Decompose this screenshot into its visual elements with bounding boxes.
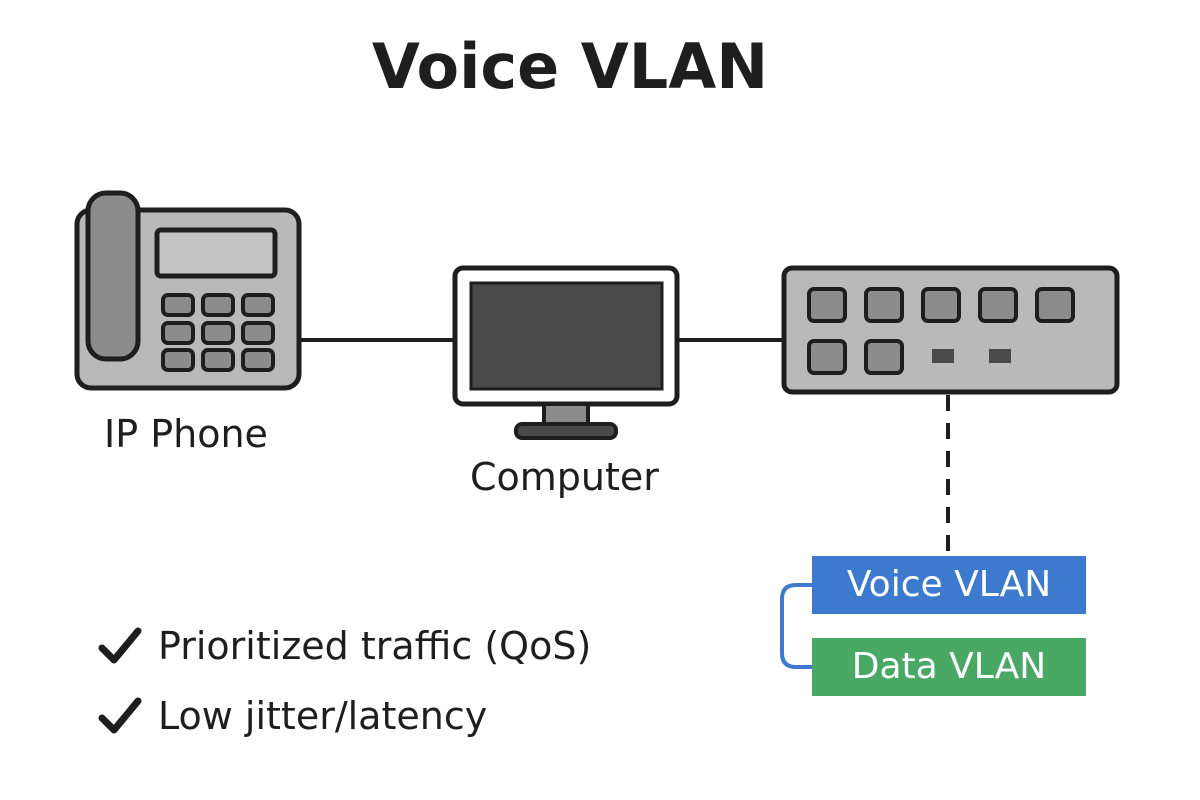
ip-phone-icon: [74, 190, 302, 391]
computer-label: Computer: [470, 455, 659, 499]
computer-monitor-icon: [452, 265, 680, 440]
vlan-bracket: [780, 583, 812, 669]
checkmark-icon: [98, 627, 142, 664]
diagram-title: Voice VLAN: [371, 30, 769, 103]
voice-vlan-box: Voice VLAN: [812, 556, 1086, 614]
checkmark-icon: [98, 697, 142, 734]
benefit-text: Low jitter/latency: [158, 694, 488, 738]
data-vlan-box: Data VLAN: [812, 638, 1086, 696]
benefit-item: Prioritized traffic (QoS): [98, 616, 591, 676]
network-switch-icon: [781, 265, 1120, 395]
benefit-item: Low jitter/latency: [98, 686, 487, 746]
benefit-text: Prioritized traffic (QoS): [158, 624, 592, 668]
ip-phone-label: IP Phone: [104, 412, 268, 456]
